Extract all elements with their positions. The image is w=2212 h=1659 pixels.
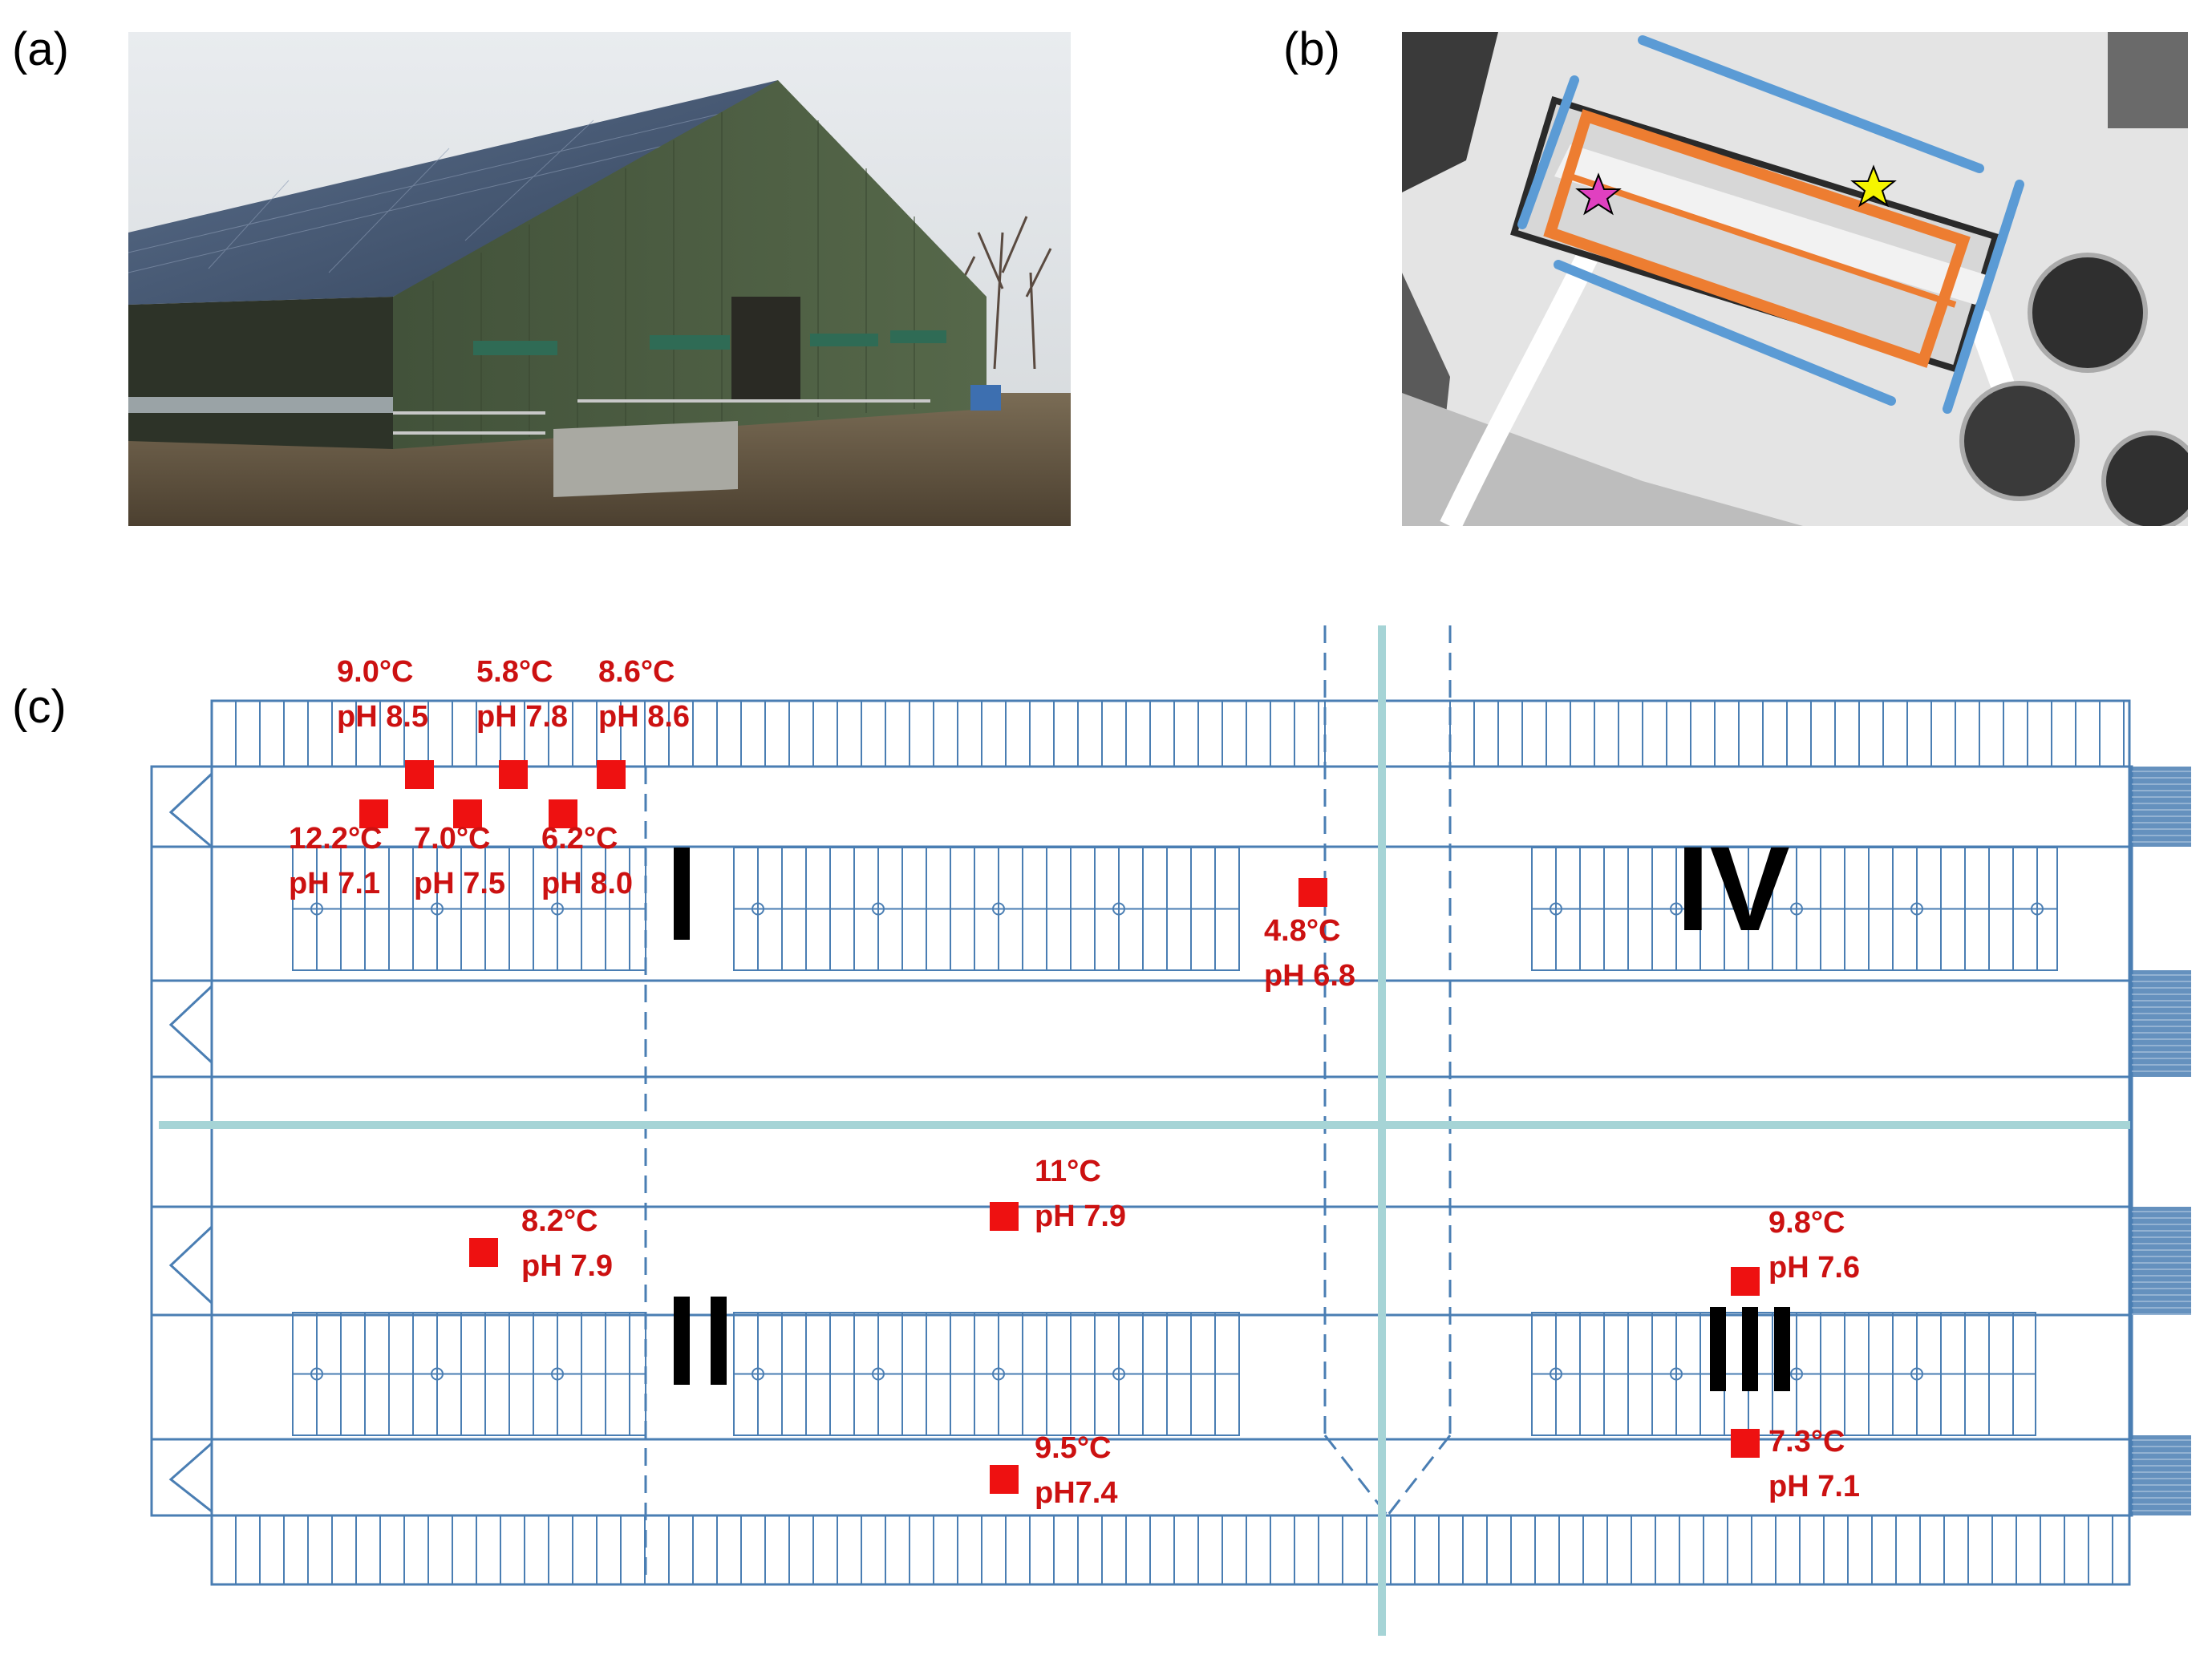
measurement-marker [1731, 1429, 1760, 1458]
ph-label: pH7.4 [1035, 1476, 1117, 1510]
barn-gable-wall [393, 80, 986, 449]
ph-label: pH 8.6 [598, 700, 690, 734]
barn-outline-orange [1543, 109, 1971, 368]
measurement-markers: 9.0°C pH 8.5 5.8°C pH 7.8 8.6°C pH 8.6 12.2°C p… [289, 655, 1860, 1510]
measurement-marker [499, 760, 528, 789]
measurement-marker [990, 1202, 1019, 1231]
pink-star-marker [1575, 172, 1622, 216]
ph-label: pH 8.5 [337, 700, 428, 734]
temperature-label: 9.8°C [1768, 1206, 1845, 1240]
panel-label-b: (b) [1283, 23, 1340, 75]
measurement-marker [405, 760, 434, 789]
section-label-iv: IV [1676, 821, 1790, 956]
section-markers: IV [674, 821, 1790, 1391]
measurement-marker [453, 799, 482, 828]
barn-photo [128, 32, 1071, 526]
measurement-marker [359, 799, 388, 828]
ph-label: pH 7.8 [476, 700, 568, 734]
solar-roof [128, 80, 778, 305]
measurement-marker [990, 1465, 1019, 1494]
ph-label: pH 7.6 [1768, 1251, 1860, 1285]
round-tank [1959, 381, 2080, 501]
temperature-label: 7.3°C [1768, 1425, 1845, 1459]
ph-label: pH 6.8 [1264, 959, 1355, 993]
temperature-label: 8.2°C [521, 1204, 598, 1238]
measurement-marker [1298, 878, 1327, 907]
temperature-label: 8.6°C [598, 655, 675, 689]
blue-container [970, 385, 1001, 411]
ph-label: pH 7.9 [521, 1249, 613, 1283]
temperature-label: 6.2°C [541, 822, 618, 856]
temperature-label: 12.2°C [289, 822, 383, 856]
yellow-star-marker [1850, 164, 1897, 208]
ph-label: pH 7.1 [289, 867, 380, 900]
feed-fence-hatching [2132, 767, 2191, 1515]
temperature-label: 7.0°C [414, 822, 490, 856]
round-tank [2101, 431, 2188, 526]
panel-label-a: (a) [12, 23, 69, 75]
ph-label: pH 7.9 [1035, 1200, 1126, 1233]
round-tank [2028, 253, 2148, 373]
concrete-block [553, 421, 738, 497]
temperature-label: 4.8°C [1264, 914, 1340, 948]
central-corridor [159, 625, 2130, 1636]
boundary-lines-blue [1517, 35, 2024, 414]
barn-door [731, 297, 800, 401]
ph-label: pH 7.1 [1768, 1470, 1860, 1503]
temperature-label: 9.0°C [337, 655, 413, 689]
temperature-label: 5.8°C [476, 655, 553, 689]
temperature-label: 11°C [1035, 1155, 1101, 1188]
aerial-view [1402, 32, 2188, 526]
measurement-marker [597, 760, 626, 789]
ph-label: pH 8.0 [541, 867, 633, 900]
measurement-marker [549, 799, 577, 828]
temperature-label: 9.5°C [1035, 1431, 1111, 1465]
panel-label-c: (c) [12, 681, 67, 733]
ph-label: pH 7.5 [414, 867, 505, 900]
measurement-marker [1731, 1267, 1760, 1296]
measurement-marker [469, 1238, 498, 1267]
